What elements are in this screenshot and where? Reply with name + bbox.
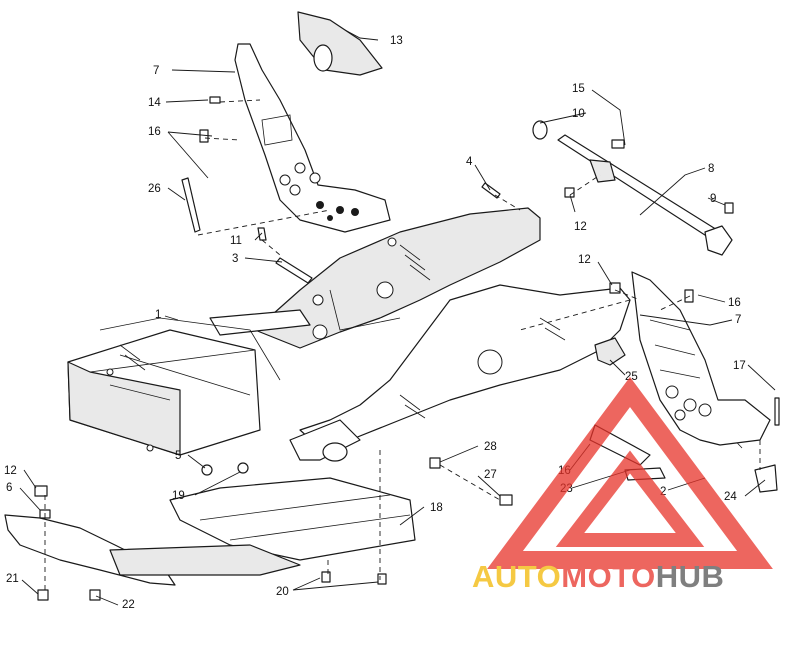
watermark-triangle-logo <box>487 376 773 569</box>
callout-21: 21 <box>6 573 19 585</box>
watermark-auto: AUTO <box>472 559 561 594</box>
watermark-moto: MOTO <box>561 559 655 594</box>
callout-20: 20 <box>276 586 289 598</box>
callout-9: 9 <box>710 193 716 205</box>
skid-plate-18 <box>169 477 416 561</box>
callout-2: 2 <box>660 486 666 498</box>
callout-28: 28 <box>484 441 497 453</box>
callout-19: 19 <box>172 490 185 502</box>
callout-16-right: 16 <box>728 297 741 309</box>
watermark-hub: HUB <box>656 559 725 594</box>
callout-1: 1 <box>155 309 161 321</box>
alignment-lines <box>44 99 761 590</box>
callout-4: 4 <box>466 156 473 168</box>
watermark-wordmark: AUTOMOTOHUB <box>472 559 724 594</box>
automotohub-watermark: AUTOMOTOHUB <box>472 376 773 594</box>
callout-13: 13 <box>390 35 403 47</box>
callout-27: 27 <box>484 469 497 481</box>
callout-12-left: 12 <box>4 465 17 477</box>
callout-14: 14 <box>148 97 161 109</box>
callout-6: 6 <box>6 482 12 494</box>
left-footrest-assembly <box>181 11 391 233</box>
callout-18: 18 <box>430 502 443 514</box>
callout-15: 15 <box>572 83 585 95</box>
fasteners <box>34 96 734 601</box>
right-footrest-assembly <box>594 271 780 493</box>
callout-17: 17 <box>733 360 746 372</box>
callout-22: 22 <box>122 599 135 611</box>
front-bumper <box>4 514 301 586</box>
callout-3: 3 <box>232 253 238 265</box>
callout-11: 11 <box>230 235 242 247</box>
callout-7-upper: 7 <box>153 65 159 77</box>
callout-16-upper: 16 <box>148 126 161 138</box>
callout-12-right: 12 <box>578 254 591 266</box>
callout-24: 24 <box>724 491 737 503</box>
chassis-frame <box>67 207 743 462</box>
callout-labels: 13 7 14 16 26 11 3 4 15 10 8 9 12 12 16 … <box>4 35 746 611</box>
callout-7-lower: 7 <box>735 314 741 326</box>
callout-26: 26 <box>148 183 161 195</box>
callout-8: 8 <box>708 163 714 175</box>
steering-post-assembly <box>532 120 733 256</box>
callout-12-mid: 12 <box>574 221 587 233</box>
callout-5: 5 <box>175 450 181 462</box>
callout-10: 10 <box>572 108 585 120</box>
